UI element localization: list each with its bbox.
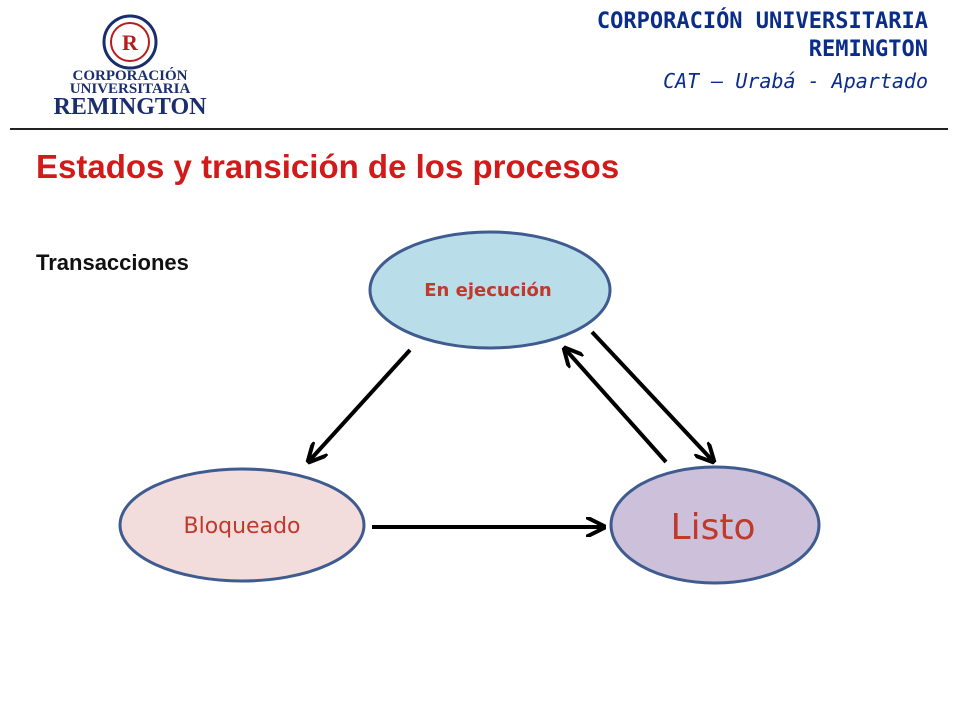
state-running-label: En ejecución [424,280,551,301]
header-divider [10,128,948,130]
slide-title: Estados y transición de los procesos [36,148,620,185]
state-blocked [118,467,366,583]
state-ready-label: Listo [671,507,756,548]
logo-line1: CORPORACIÓN [73,67,188,84]
arrow-running-to-ready [590,330,712,460]
logo-line3: REMINGTON [54,94,208,120]
state-blocked-label: Bloqueado [183,514,300,539]
header-institution-line2: REMINGTON [808,37,928,62]
logo-graphic: R CORPORACIÓN UNIVERSITARIA REMINGTON [12,10,248,122]
logo-line2: UNIVERSITARIA [70,81,191,97]
state-running [368,230,612,350]
state-ready [609,465,821,585]
svg-text:R: R [122,30,139,55]
arrow-running-to-blocked [310,348,412,460]
arrow-ready-to-running [566,350,668,464]
slide-subtitle: Transacciones [36,250,189,275]
university-logo: R CORPORACIÓN UNIVERSITARIA REMINGTON [12,10,248,122]
header: CORPORACIÓN UNIVERSITARIA REMINGTON CAT … [597,8,928,98]
header-institution-line1: CORPORACIÓN UNIVERSITARIA [596,9,928,34]
header-campus: CAT – Urabá - Apartado [663,69,928,93]
